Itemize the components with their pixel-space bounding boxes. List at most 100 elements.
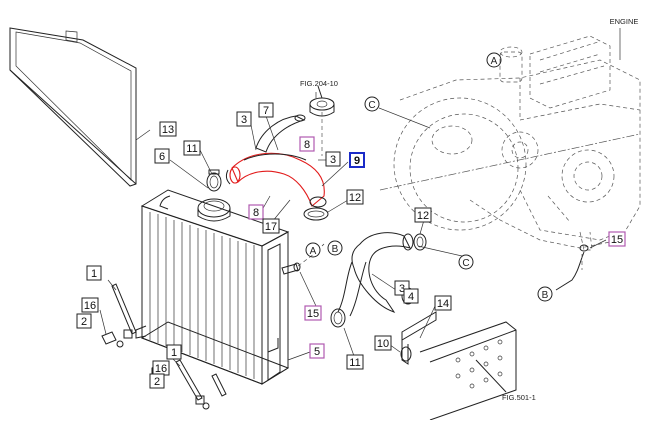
callout-number: 5 bbox=[314, 346, 320, 358]
callout-number: 10 bbox=[377, 338, 389, 350]
outlet-pipe bbox=[281, 253, 315, 275]
callout-number: 1 bbox=[171, 347, 177, 359]
callout-c2b: 2 bbox=[149, 373, 165, 389]
callout-c10: 10 bbox=[374, 335, 392, 351]
callout-box bbox=[309, 343, 325, 359]
thermostat-housing bbox=[309, 85, 335, 156]
callout-box bbox=[325, 151, 341, 167]
callout-number: 12 bbox=[417, 210, 429, 222]
callout-number: 11 bbox=[186, 143, 197, 155]
callout-c1b: 1 bbox=[166, 344, 182, 360]
radiator-stays bbox=[101, 283, 227, 410]
callout-number: 12 bbox=[349, 192, 361, 204]
callout-box bbox=[86, 265, 102, 281]
radiator-screen bbox=[9, 27, 137, 187]
callout-box bbox=[81, 297, 99, 313]
callout-c12b: 12 bbox=[414, 207, 432, 223]
connector-label: C bbox=[462, 258, 469, 269]
callout-number: 14 bbox=[437, 298, 449, 310]
hose-clamps bbox=[206, 169, 427, 328]
callout-c11a: 11 bbox=[183, 140, 201, 156]
connector-label: B bbox=[542, 290, 549, 301]
callout-box bbox=[166, 344, 182, 360]
callout-box bbox=[159, 121, 177, 137]
engine bbox=[379, 28, 641, 291]
upper-hose bbox=[225, 152, 327, 208]
connector-label: B bbox=[332, 244, 339, 255]
callout-number: 13 bbox=[162, 124, 174, 136]
hose-bracket bbox=[400, 311, 437, 365]
callout-c6: 6 bbox=[154, 148, 170, 164]
callout-box bbox=[349, 152, 365, 168]
callout-box bbox=[403, 288, 419, 304]
callout-number: 6 bbox=[159, 151, 165, 163]
connector-A2: A bbox=[305, 242, 321, 258]
callout-c15b: 15 bbox=[304, 305, 322, 321]
callout-c4: 4 bbox=[403, 288, 419, 304]
callout-number: 3 bbox=[241, 114, 247, 126]
callout-number: 9 bbox=[354, 155, 360, 167]
callout-number: 4 bbox=[408, 291, 414, 303]
callout-box bbox=[304, 305, 322, 321]
callout-box bbox=[608, 231, 626, 247]
callout-c14: 14 bbox=[434, 295, 452, 311]
callout-c9: 9 bbox=[349, 152, 365, 168]
callout-number: 8 bbox=[253, 207, 259, 219]
callout-c3a: 3 bbox=[236, 111, 252, 127]
callout-number: 17 bbox=[265, 221, 277, 233]
callout-box bbox=[434, 295, 452, 311]
engine-frame bbox=[419, 321, 517, 421]
radiator bbox=[135, 189, 290, 385]
callout-number: 8 bbox=[304, 139, 310, 151]
callout-number: 3 bbox=[330, 154, 336, 166]
callout-number: 2 bbox=[81, 316, 87, 328]
connector-label: C bbox=[368, 100, 375, 111]
callout-box bbox=[183, 140, 201, 156]
leader-lines bbox=[99, 92, 607, 367]
callout-box bbox=[346, 189, 364, 205]
callout-c17: 17 bbox=[262, 218, 280, 234]
callout-box bbox=[414, 207, 432, 223]
fig-ref-frame: FIG.501-1 bbox=[502, 393, 536, 402]
callout-box bbox=[149, 373, 165, 389]
callout-number: 3 bbox=[399, 283, 405, 295]
callout-box bbox=[236, 111, 252, 127]
callout-box bbox=[299, 136, 315, 152]
bypass-hose bbox=[255, 114, 306, 153]
callout-number: 15 bbox=[611, 234, 623, 246]
callout-box bbox=[258, 102, 274, 118]
callout-c5: 5 bbox=[309, 343, 325, 359]
lower-hose bbox=[337, 232, 414, 317]
callout-box bbox=[248, 204, 264, 220]
callout-c12a: 12 bbox=[346, 189, 364, 205]
callout-number: 1 bbox=[91, 268, 97, 280]
callout-c7: 7 bbox=[258, 102, 274, 118]
connector-label: A bbox=[310, 246, 317, 257]
callout-number: 2 bbox=[154, 376, 160, 388]
connector-C1: C bbox=[364, 96, 431, 129]
callout-box bbox=[262, 218, 280, 234]
callout-c15a: 15 bbox=[608, 231, 626, 247]
callout-number: 11 bbox=[349, 357, 360, 369]
callout-c16a: 16 bbox=[81, 297, 99, 313]
callout-c8b: 8 bbox=[248, 204, 264, 220]
callout-number: 16 bbox=[155, 363, 167, 375]
callout-number: 15 bbox=[307, 308, 319, 320]
connector-label: A bbox=[491, 56, 498, 67]
callout-number: 16 bbox=[84, 300, 96, 312]
callout-c8a: 8 bbox=[299, 136, 315, 152]
connector-B2: B bbox=[537, 286, 553, 302]
callout-c2a: 2 bbox=[76, 313, 92, 329]
engine-label: ENGINE bbox=[610, 17, 639, 26]
callout-c3b: 3 bbox=[325, 151, 341, 167]
callout-box bbox=[76, 313, 92, 329]
fig-ref-thermostat: FIG.204-10 bbox=[300, 79, 338, 88]
callout-box bbox=[374, 335, 392, 351]
connector-C2: C bbox=[458, 254, 474, 270]
callout-c1a: 1 bbox=[86, 265, 102, 281]
callout-box bbox=[346, 354, 364, 370]
callout-c11b: 11 bbox=[346, 354, 364, 370]
